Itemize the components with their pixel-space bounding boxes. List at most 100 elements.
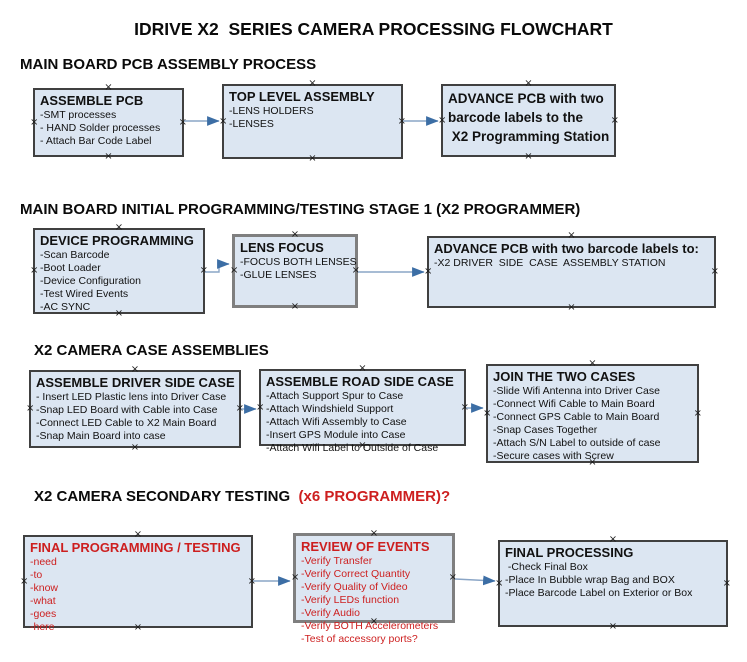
box-item: -goes	[30, 608, 57, 620]
connection-handle-x-icon: ×	[448, 572, 457, 583]
connection-handle-x-icon: ×	[104, 151, 113, 162]
box-title: ASSEMBLE DRIVER SIDE CASE	[36, 375, 235, 390]
connection-handle-x-icon: ×	[588, 358, 597, 369]
connection-handle-x-icon: ×	[114, 222, 124, 233]
connection-handle-x-icon: ×	[290, 301, 300, 312]
connection-handle-x-icon: ×	[710, 266, 719, 277]
box-item: -Snap Cases Together	[493, 424, 598, 436]
connection-handle-x-icon: ×	[256, 401, 265, 413]
box-item: -Attach Wifi Assembly to Case	[266, 416, 407, 428]
box-title: JOIN THE TWO CASES	[493, 369, 636, 384]
section-header-segment: X2 CAMERA CASE ASSEMBLIES	[34, 342, 269, 359]
box-item: -Secure cases with Screw	[493, 450, 614, 462]
connection-handle-x-icon: ×	[26, 403, 35, 414]
connection-handle-x-icon: ×	[567, 302, 576, 313]
box-item: -Verify Transfer	[301, 555, 373, 567]
box-item: -Place In Bubble wrap Bag and BOX	[505, 574, 675, 586]
connection-handle-x-icon: ×	[608, 534, 618, 545]
section-header-segment: MAIN BOARD PCB ASSEMBLY PROCESS	[20, 56, 317, 73]
box-title: LENS FOCUS	[240, 240, 324, 255]
flow-box-review-of-events: REVIEW OF EVENTS-Verify Transfer-Verify …	[291, 528, 457, 646]
box-title: ADVANCE PCB with two barcode labels to:	[434, 241, 699, 256]
connection-handle-x-icon: ×	[130, 364, 140, 375]
box-item: - Attach Bar Code Label	[40, 135, 152, 147]
flow-box-advance-pcb-to-driver-side: ADVANCE PCB with two barcode labels to:-…	[424, 231, 719, 313]
flow-box-final-processing: FINAL PROCESSING -Check Final Box-Place …	[495, 535, 731, 632]
connection-handle-x-icon: ×	[351, 265, 360, 276]
connection-handle-x-icon: ×	[460, 401, 469, 413]
box-item: -LENSES	[229, 118, 274, 130]
box-item: -SMT processes	[40, 109, 117, 121]
connection-handle-x-icon: ×	[483, 407, 492, 419]
box-title: REVIEW OF EVENTS	[301, 539, 430, 554]
box-item: -Boot Loader	[40, 262, 101, 274]
section-header-segment: (x6 PROGRAMMER)?	[294, 488, 451, 505]
connection-handle-x-icon: ×	[608, 621, 618, 632]
box-title-line: ADVANCE PCB with two	[448, 91, 604, 106]
box-item: -Attach Support Spur to Case	[266, 390, 404, 402]
connection-handle-x-icon: ×	[722, 577, 731, 589]
box-item: -AC SYNC	[40, 301, 91, 313]
connection-handle-x-icon: ×	[438, 114, 447, 126]
flow-box-advance-pcb-to-programming-station: ADVANCE PCB with two barcode labels to th…	[438, 79, 619, 162]
box-title: FINAL PROCESSING	[505, 545, 634, 560]
box-title: ASSEMBLE PCB	[40, 93, 144, 108]
box-item: -Device Configuration	[40, 275, 141, 287]
flow-box-top-level-assembly: TOP LEVEL ASSEMBLY-LENS HOLDERS-LENSES××…	[219, 79, 406, 164]
connection-handle-x-icon: ×	[567, 230, 576, 241]
connection-handle-x-icon: ×	[230, 265, 239, 276]
box-item: -Scan Barcode	[40, 249, 110, 261]
box-item: -Connect LED Cable to X2 Main Board	[36, 417, 217, 429]
connection-handle-x-icon: ×	[358, 363, 367, 374]
flow-box-join-the-two-cases: JOIN THE TWO CASES-Slide Wifi Antenna in…	[483, 359, 702, 468]
flow-box-assemble-pcb: ASSEMBLE PCB-SMT processes- HAND Solder …	[30, 83, 187, 162]
flow-box-lens-focus: LENS FOCUS-FOCUS BOTH LENSES-GLUE LENSES…	[230, 230, 360, 312]
connection-handle-x-icon: ×	[219, 115, 228, 127]
box-item: -Attach Windshield Support	[266, 403, 394, 415]
connection-handle-x-icon: ×	[235, 403, 244, 414]
flow-box-assemble-driver-side-case: ASSEMBLE DRIVER SIDE CASE- Insert LED Pl…	[26, 365, 244, 453]
box-item: - Insert LED Plastic lens into Driver Ca…	[36, 391, 227, 403]
section-header-s4: X2 CAMERA SECONDARY TESTING (x6 PROGRAMM…	[34, 488, 450, 505]
box-item: -Place Barcode Label on Exterior or Box	[505, 587, 693, 599]
box-title: TOP LEVEL ASSEMBLY	[229, 89, 375, 104]
box-item: -Slide Wifi Antenna into Driver Case	[493, 385, 660, 397]
box-item: -to	[30, 569, 43, 581]
section-header-s3: X2 CAMERA CASE ASSEMBLIES	[34, 342, 269, 359]
connection-handle-x-icon: ×	[369, 528, 379, 539]
box-item: -GLUE LENSES	[240, 269, 317, 281]
connection-handle-x-icon: ×	[291, 572, 300, 583]
flow-box-final-programming-testing: FINAL PROGRAMMING / TESTING-need-to-know…	[20, 530, 256, 634]
box-item: -Verify Audio	[301, 607, 360, 619]
connection-handle-x-icon: ×	[20, 575, 29, 587]
box-item: -Attach S/N Label to outside of case	[493, 437, 661, 449]
flow-box-assemble-road-side-case: ASSEMBLE ROAD SIDE CASE-Attach Support S…	[256, 364, 469, 455]
box-item: -Snap LED Board with Cable into Case	[36, 404, 218, 416]
box-title-line: barcode labels to the	[448, 110, 584, 125]
flow-box-device-programming: DEVICE PROGRAMMING-Scan Barcode-Boot Loa…	[30, 223, 208, 319]
box-item: -Insert GPS Module into Case	[266, 429, 406, 441]
box-item: -Verify LEDs function	[301, 594, 400, 606]
connection-handle-x-icon: ×	[495, 577, 504, 589]
connection-handle-x-icon: ×	[308, 78, 317, 89]
connection-handle-x-icon: ×	[524, 151, 533, 162]
page-title: IDRIVE X2 SERIES CAMERA PROCESSING FLOWC…	[134, 19, 613, 39]
connection-handle-x-icon: ×	[524, 78, 533, 89]
connection-handle-x-icon: ×	[397, 115, 406, 127]
connection-handle-x-icon: ×	[247, 575, 256, 587]
connection-handle-x-icon: ×	[30, 265, 39, 276]
box-item: -Verify Correct Quantity	[301, 568, 411, 580]
box-item: -Verify BOTH Accelerometers	[301, 620, 439, 632]
section-header-s1: MAIN BOARD PCB ASSEMBLY PROCESS	[20, 56, 316, 73]
box-item: -Snap Main Board into case	[36, 430, 166, 442]
connection-handle-x-icon: ×	[104, 82, 113, 93]
flow-arrow	[205, 259, 230, 273]
box-title: ASSEMBLE ROAD SIDE CASE	[266, 374, 454, 389]
connection-handle-x-icon: ×	[199, 265, 208, 276]
section-header-segment: X2 CAMERA SECONDARY TESTING	[34, 488, 295, 505]
connection-handle-x-icon: ×	[30, 116, 39, 128]
box-item: - HAND Solder processes	[40, 122, 161, 134]
connection-handle-x-icon: ×	[133, 529, 143, 540]
connection-handle-x-icon: ×	[693, 407, 702, 419]
